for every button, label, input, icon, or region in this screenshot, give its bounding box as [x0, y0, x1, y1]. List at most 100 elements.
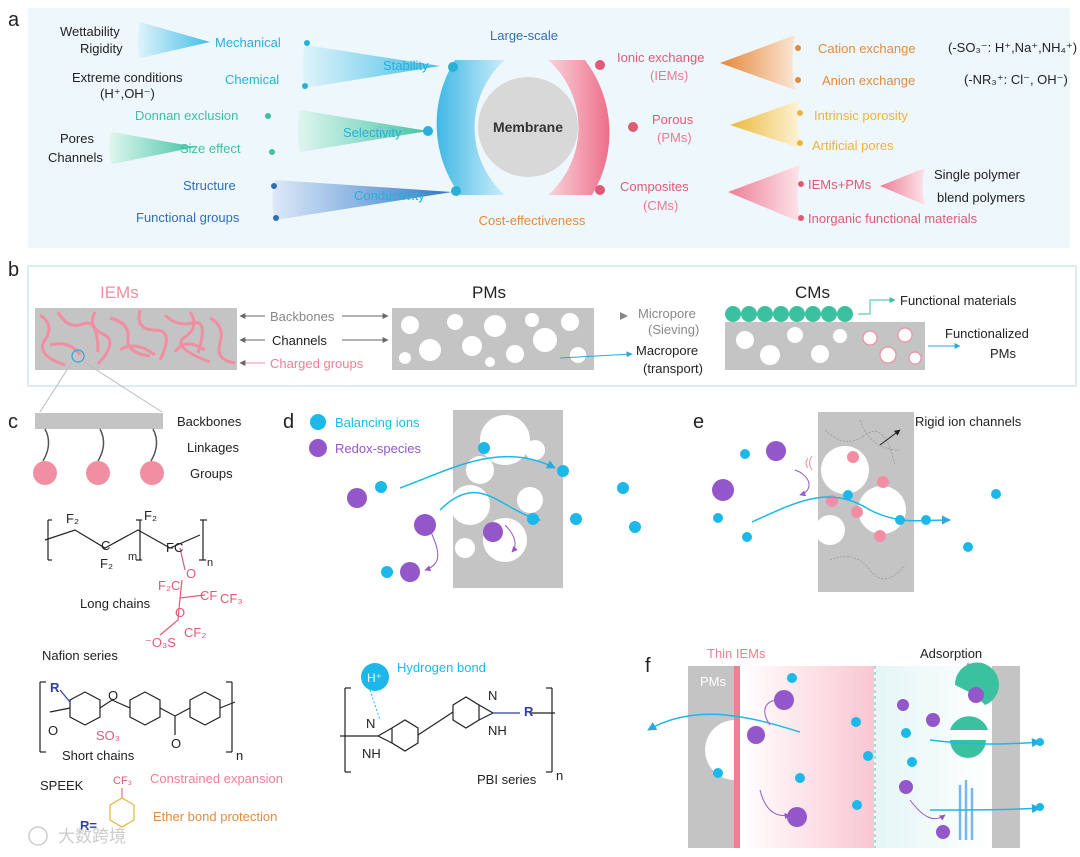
svg-text:O: O — [48, 723, 58, 738]
svg-text:R: R — [524, 704, 534, 719]
large-scale-label: Large-scale — [490, 28, 558, 43]
fan-wettability — [137, 22, 210, 58]
redox-e — [712, 441, 786, 501]
panel-a: a Membrane Large-scale Cost-effectivenes… — [8, 8, 1077, 248]
dot-artificial — [797, 140, 803, 146]
dot-porous — [628, 122, 638, 132]
blend-polymers-label: blend polymers — [937, 190, 1026, 205]
cms-pores — [736, 327, 847, 365]
charged-groups-e — [826, 451, 889, 542]
dot-composites — [595, 185, 605, 195]
cms-functionalized-pores — [862, 327, 922, 365]
dot-anion — [795, 77, 801, 83]
stability-label: Stability — [383, 58, 429, 73]
redox-path-d-2 — [504, 524, 518, 553]
dot-functional — [273, 215, 279, 221]
repel-waves-e — [805, 455, 813, 471]
r-ring — [109, 797, 135, 828]
redox-path-f-2 — [759, 789, 791, 819]
ionic-label: Ionic exchange — [617, 50, 704, 65]
ion-path-d-2 — [439, 491, 541, 523]
extreme-ions-label: (H⁺,OH⁻) — [100, 86, 155, 101]
dot-inorganic — [798, 215, 804, 221]
pms-b-label: PMs — [472, 283, 506, 302]
pms-a-label: (PMs) — [657, 130, 692, 145]
h-plus-circle — [361, 663, 389, 691]
wettability-label: Wettability — [60, 24, 120, 39]
svg-text:FC: FC — [166, 540, 183, 555]
functional-materials-label: Functional materials — [900, 293, 1017, 308]
svg-text:n: n — [207, 557, 213, 569]
single-polymer-label: Single polymer — [934, 167, 1021, 182]
iems-channels — [39, 309, 236, 367]
cost-label: Cost-effectiveness — [479, 213, 586, 228]
ion-path-f-right-1 — [929, 738, 1041, 748]
iems-pms-label: IEMs+PMs — [808, 177, 872, 192]
nafion-structure — [44, 519, 207, 636]
functionalized-pms-label: PMs — [990, 346, 1017, 361]
sieving-label: (Sieving) — [648, 322, 699, 337]
ions-e — [713, 449, 1001, 552]
cms-block — [725, 322, 925, 370]
ion-path-d-1 — [399, 455, 556, 489]
fan-ionic — [720, 35, 795, 90]
channels-a-label: Channels — [48, 150, 103, 165]
linkage-3 — [150, 428, 158, 462]
ions-f — [713, 673, 1044, 811]
svg-text:N: N — [488, 688, 497, 703]
group-2 — [86, 461, 110, 485]
dot-donnan — [265, 113, 271, 119]
panel-d: d Balancing ions Redox-species H⁺ Hydrog… — [283, 410, 641, 787]
svg-text:F₂: F₂ — [100, 556, 113, 571]
extreme-label: Extreme conditions — [72, 70, 183, 85]
pbi-series-label: PBI series — [477, 772, 537, 787]
arrow-micropore — [620, 312, 628, 320]
selectivity-label: Selectivity — [343, 125, 402, 140]
panel-label-a: a — [8, 9, 20, 31]
svg-text:O: O — [108, 688, 118, 703]
svg-text:⁻O₃S: ⁻O₃S — [145, 635, 176, 650]
svg-text:O: O — [175, 605, 185, 620]
panel-e: e Rigid ion channels — [693, 411, 1022, 592]
redox-f — [747, 687, 984, 839]
cms-a-label: (CMs) — [643, 198, 678, 213]
intrinsic-label: Intrinsic porosity — [814, 108, 908, 123]
composites-label: Composites — [620, 179, 689, 194]
ion-channel-lines-e — [824, 419, 906, 580]
inorganic-label: Inorganic functional materials — [808, 211, 978, 226]
porous-label: Porous — [652, 112, 694, 127]
legend-balancing-dot — [310, 414, 326, 430]
arc-right-pink — [548, 60, 610, 195]
functionalized-label: Functionalized — [945, 326, 1029, 341]
svg-text:C: C — [101, 538, 110, 553]
iems-a-label: (IEMs) — [650, 68, 688, 83]
redox-path-e — [794, 469, 810, 497]
h-plus-label: H⁺ — [367, 671, 382, 685]
speek-label: SPEEK — [40, 778, 84, 793]
thin-iem-f — [734, 666, 740, 848]
anion-ions-label: (-NR₃⁺: Cl⁻, OH⁻) — [964, 72, 1068, 87]
charged-b-label: Charged groups — [270, 356, 364, 371]
speek-labels: R O O SO₃ O n — [48, 680, 243, 763]
structure-label: Structure — [183, 178, 236, 193]
balancing-label: Balancing ions — [335, 415, 420, 430]
svg-text:R: R — [50, 680, 60, 695]
redox-d — [347, 488, 503, 582]
dot-conductivity — [451, 186, 461, 196]
constrained-label: Constrained expansion — [150, 771, 283, 786]
gradient-region-f — [740, 666, 874, 848]
svg-text:CF₃: CF₃ — [220, 591, 243, 606]
groups-label: Groups — [190, 466, 233, 481]
arrow-functional-materials — [858, 297, 896, 315]
panel-label-f: f — [645, 655, 651, 677]
arrow-macropore — [559, 351, 633, 359]
watermark: 大数跨境 — [58, 827, 126, 846]
long-chains-label: Long chains — [80, 596, 151, 611]
speek-structure — [39, 681, 236, 753]
svg-text:CF₂: CF₂ — [184, 625, 206, 640]
svg-text:F₂: F₂ — [66, 511, 79, 526]
artificial-label: Artificial pores — [812, 138, 894, 153]
redox-path-d-1 — [424, 529, 439, 572]
adsorption-label: Adsorption — [920, 646, 982, 661]
